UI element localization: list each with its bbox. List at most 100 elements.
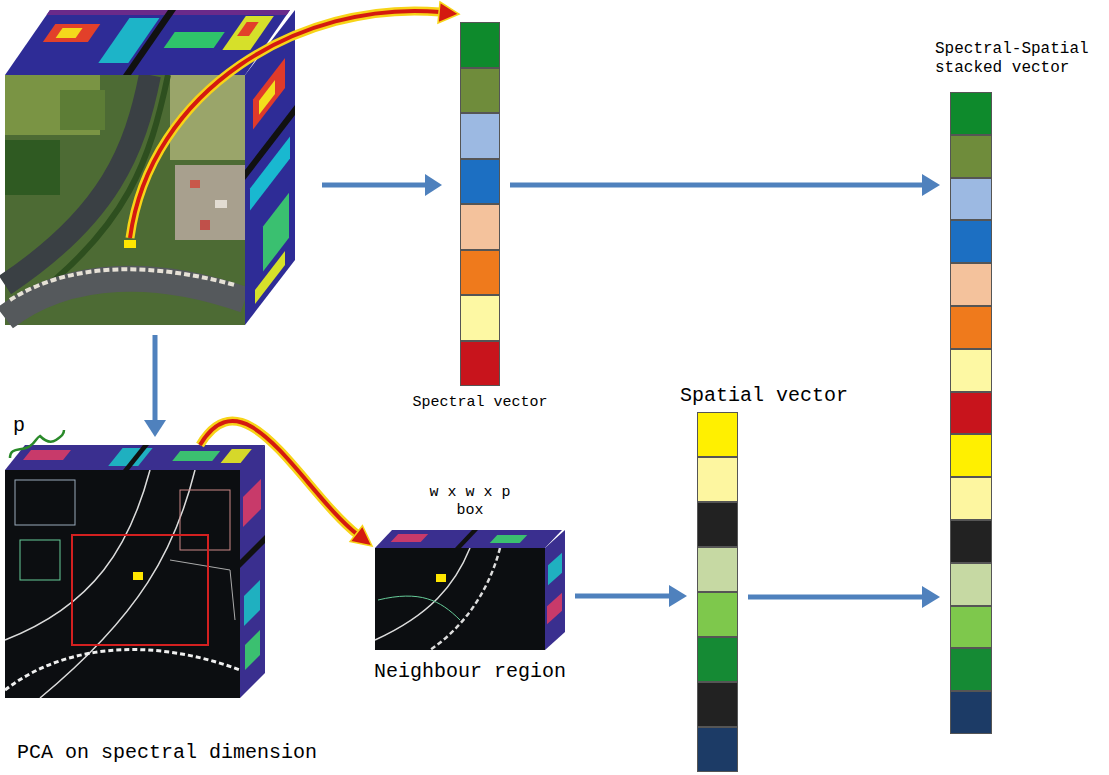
edge-line	[180, 490, 230, 550]
band	[391, 534, 429, 542]
cube-caption: PCA on spectral dimension	[17, 741, 317, 765]
cube-face	[375, 548, 545, 650]
vector-cell	[460, 113, 500, 159]
band	[56, 28, 83, 38]
band	[255, 251, 285, 304]
arrow-shaft	[575, 594, 669, 599]
vector-cell	[950, 477, 992, 520]
band	[243, 479, 261, 527]
cube-side-face	[240, 445, 265, 698]
box-size-label: w x w x p box	[415, 484, 525, 520]
vector-cell	[950, 520, 992, 563]
band	[547, 593, 562, 625]
vector-cell	[460, 22, 500, 68]
arrow-shaft	[322, 183, 425, 188]
vector-cell	[697, 547, 738, 592]
flow-arrow	[322, 174, 442, 196]
vector-cell	[950, 434, 992, 477]
band	[172, 451, 220, 461]
cube-face	[5, 470, 240, 698]
arrow-shaft	[130, 11, 440, 238]
band	[490, 535, 528, 543]
vector-cell	[697, 727, 738, 772]
river-bank	[10, 269, 235, 300]
stacked-vector: Spectral-Spatial stacked vector	[950, 92, 992, 734]
vector-cell	[950, 691, 992, 734]
vector-cell	[460, 159, 500, 205]
band	[548, 553, 562, 586]
band	[455, 530, 478, 548]
vector-cell	[460, 68, 500, 114]
vector-cell	[950, 563, 992, 606]
band	[244, 580, 260, 626]
edge-line	[170, 560, 235, 620]
roof	[215, 200, 227, 208]
roof	[200, 220, 210, 230]
arrow-head	[144, 420, 166, 437]
band	[545, 530, 565, 650]
band	[43, 24, 100, 42]
vector-cell	[460, 204, 500, 250]
arrow-head	[350, 526, 372, 546]
pixel-marker	[436, 574, 446, 582]
arrow-shaft	[510, 183, 922, 188]
edge-line	[5, 470, 150, 640]
vector-cell	[950, 135, 992, 178]
vector-cell	[697, 457, 738, 502]
band	[240, 445, 265, 698]
vector-label: Spatial vector	[680, 384, 848, 408]
band	[5, 445, 265, 470]
vector-cell	[697, 412, 738, 457]
band	[164, 32, 225, 48]
connector	[510, 174, 940, 196]
band	[240, 535, 265, 568]
band	[375, 530, 562, 548]
spectral-vector: Spectral vector	[460, 22, 500, 386]
neighbour-cube: w x w x p boxNeighbour region	[375, 530, 565, 650]
arrow-head	[425, 174, 442, 196]
window-frame	[72, 535, 208, 645]
vector-cell	[697, 682, 738, 727]
river	[5, 279, 245, 318]
connector	[575, 585, 687, 607]
dimension-label: p	[13, 414, 25, 438]
connector	[748, 586, 940, 608]
vector-cell	[950, 263, 992, 306]
arrow-shaft	[748, 595, 922, 600]
vector-cell	[950, 178, 992, 221]
band	[253, 58, 285, 130]
edge-line	[375, 548, 470, 640]
vector-cell	[697, 637, 738, 682]
vector-cell	[950, 648, 992, 691]
cube-top-face	[375, 530, 562, 548]
cube-top-face	[5, 445, 265, 470]
band	[221, 449, 252, 463]
band	[263, 193, 289, 272]
vector-cell	[697, 592, 738, 637]
roof	[190, 180, 200, 188]
pca-cube-art	[5, 445, 265, 698]
edge-line	[378, 596, 460, 620]
edge-line	[430, 548, 500, 650]
arrow-shaft	[200, 421, 358, 535]
vector-cell	[950, 606, 992, 649]
vector-cell	[950, 220, 992, 263]
vector-label: Spectral vector	[412, 394, 547, 412]
vector-cell	[950, 349, 992, 392]
pca-cube: PCA on spectral dimension	[5, 445, 265, 700]
vector-cell	[950, 92, 992, 135]
vector-cell	[950, 306, 992, 349]
edge-line	[20, 540, 60, 580]
band	[245, 630, 260, 670]
pixel-marker	[133, 572, 143, 580]
flow-arrow	[144, 335, 166, 437]
river	[5, 75, 150, 285]
arrow-head	[922, 586, 940, 608]
cube-caption: Neighbour region	[374, 660, 566, 684]
vector-cell	[950, 392, 992, 435]
arrow-shaft	[153, 335, 158, 420]
arrow-head	[922, 174, 940, 196]
cube-face	[5, 75, 245, 325]
